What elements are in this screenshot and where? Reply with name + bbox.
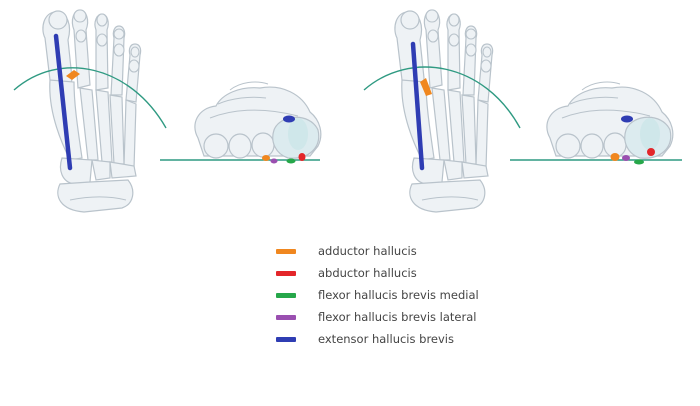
legend-item-flexor-hallucis-brevis-lateral: flexor hallucis brevis lateral xyxy=(276,306,536,328)
flexor-hallucis-brevis-lateral-mark xyxy=(270,158,278,164)
foot-illustrations xyxy=(13,9,682,213)
legend-label: abductor hallucis xyxy=(318,266,417,280)
legend-item-extensor-hallucis-brevis: extensor hallucis brevis xyxy=(276,328,536,350)
extensor-hallucis-brevis-mark xyxy=(283,115,295,123)
abductor-hallucis-mark xyxy=(298,153,306,161)
legend-label: adductor hallucis xyxy=(318,244,417,258)
legend-item-adductor-hallucis: adductor hallucis xyxy=(276,240,536,262)
extensor-hallucis-brevis-mark xyxy=(621,115,633,123)
legend-swatch xyxy=(276,248,296,254)
reference-arc xyxy=(13,67,167,129)
legend-label: flexor hallucis brevis lateral xyxy=(318,310,477,324)
panel-normal-frontal xyxy=(160,81,322,164)
legend-label: flexor hallucis brevis medial xyxy=(318,288,479,302)
legend-swatch xyxy=(276,270,296,276)
extensor-hallucis-brevis-mark xyxy=(53,33,73,171)
legend-swatch xyxy=(276,292,296,298)
extensor-hallucis-brevis-mark xyxy=(410,41,425,171)
abductor-hallucis-mark xyxy=(647,148,655,156)
legend: adductor hallucis abductor hallucis flex… xyxy=(276,240,536,350)
adductor-hallucis-mark xyxy=(420,78,432,96)
panel-valgus-dorsal xyxy=(363,9,521,213)
adductor-hallucis-mark xyxy=(610,153,620,161)
legend-swatch xyxy=(276,314,296,320)
legend-item-flexor-hallucis-brevis-medial: flexor hallucis brevis medial xyxy=(276,284,536,306)
legend-label: extensor hallucis brevis xyxy=(318,332,454,346)
legend-swatch xyxy=(276,336,296,342)
reference-arc xyxy=(363,66,521,129)
legend-item-abductor-hallucis: abductor hallucis xyxy=(276,262,536,284)
adductor-hallucis-mark xyxy=(66,70,80,80)
panel-valgus-frontal xyxy=(510,81,682,165)
flexor-hallucis-brevis-medial-mark xyxy=(634,159,644,165)
adductor-hallucis-mark xyxy=(262,155,270,161)
flexor-hallucis-brevis-lateral-mark xyxy=(622,155,630,161)
flexor-hallucis-brevis-medial-mark xyxy=(286,158,296,164)
panel-normal-dorsal xyxy=(13,9,167,213)
